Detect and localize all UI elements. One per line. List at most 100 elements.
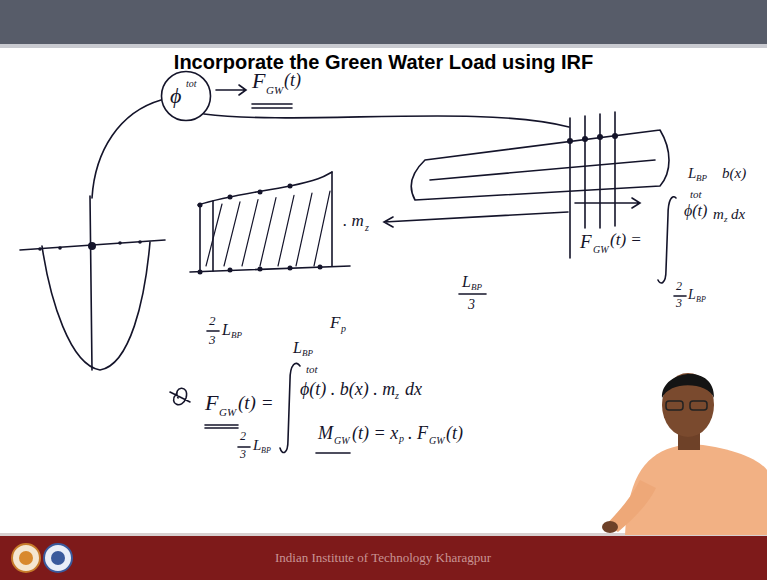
math-text: F [580,232,592,251]
underline [205,425,238,428]
axis-arrow [575,198,640,208]
hatch-line [296,193,312,266]
presenter [602,373,767,535]
circled-symbol: ϕtot [160,70,212,122]
fraction-line [459,293,486,295]
hull-section [42,242,150,370]
math-text: M [318,424,333,442]
dot [258,267,263,272]
math-text: (t) [446,424,463,442]
math-text: L [222,322,231,338]
glasses [690,401,707,410]
section-line [200,172,332,272]
water-height-curve [198,172,332,205]
hair [662,374,714,398]
slide-title: Incorporate the Green Water Load using I… [0,51,767,73]
math-text: (t) = x [352,424,398,442]
fraction-line [207,330,219,332]
math-text: BP [471,283,482,292]
head [662,373,714,437]
math-text: L [462,274,471,290]
math-text: (t) = [238,393,274,412]
hatch-line [206,204,222,266]
math-text: GW [334,436,350,446]
symbol-text: tot [186,79,197,89]
dot [258,190,263,195]
underline [252,104,292,108]
math-text: L [688,288,696,302]
math-text: tot [306,364,318,375]
dot [58,246,62,250]
math-text: 2 [676,280,682,292]
dot [612,133,618,139]
dot [138,240,142,244]
deck-baseline [190,266,350,272]
dot [118,241,122,245]
math-text: (t) = [610,231,642,248]
math-text: GW [266,85,283,96]
centre-line [90,196,92,370]
glasses [666,401,683,410]
math-text: z [724,215,728,224]
hatch-line [260,198,276,266]
math-text: BP [261,447,271,455]
symbol-text: ϕ [170,85,181,107]
math-text: (t) [284,71,301,89]
dot [582,136,588,142]
hatch-line [224,202,240,266]
link-curve [204,114,569,127]
underline [316,452,350,454]
math-text: F [330,314,340,331]
header-strip [0,44,767,48]
math-text: L [688,166,696,181]
footer-text: Indian Institute of Technology Kharagpur [275,551,491,564]
dot [198,270,203,275]
math-text: z [395,391,399,401]
ship-centre [430,160,655,180]
footer-bar [0,536,767,580]
math-text: L [293,340,302,356]
math-text: 3 [209,333,216,346]
dot [318,265,323,270]
math-text: BP [696,174,707,183]
hand [602,521,618,533]
sketch [20,85,686,453]
math-text: . F [408,424,428,442]
math-text: m [713,207,724,222]
hatch-line [314,191,330,266]
circle-outline [160,70,212,122]
math-text: ϕ(t) [684,203,707,219]
header-bar [0,0,767,44]
section-line [570,112,615,258]
math-text: GW [593,245,609,255]
math-text: GW [219,407,236,418]
math-text: 3 [240,448,246,460]
math-text: z [365,223,369,233]
math-text: dx [731,207,745,222]
math-text: b(x) [722,166,746,181]
math-text: ϕ(t) . b(x) . m [300,380,395,398]
ship-plan [411,130,669,200]
math-text: 3 [468,298,475,312]
logo [51,551,65,565]
dots [38,133,618,275]
dot [38,247,42,251]
math-text: 3 [676,297,682,309]
dot [288,266,293,271]
math-text: p [341,324,346,334]
math-text: GW [429,436,445,446]
math-text: F [252,70,265,92]
logo [44,544,72,572]
arrow [216,85,246,95]
math-text: . m [343,212,364,229]
integral-sign [280,363,300,452]
hatching [206,191,330,266]
math-text: 2 [209,314,216,327]
hatch-line [242,200,258,266]
math-text: 2 [240,430,246,442]
dot [288,184,293,189]
math-text: F [205,392,218,414]
dot [228,268,233,273]
